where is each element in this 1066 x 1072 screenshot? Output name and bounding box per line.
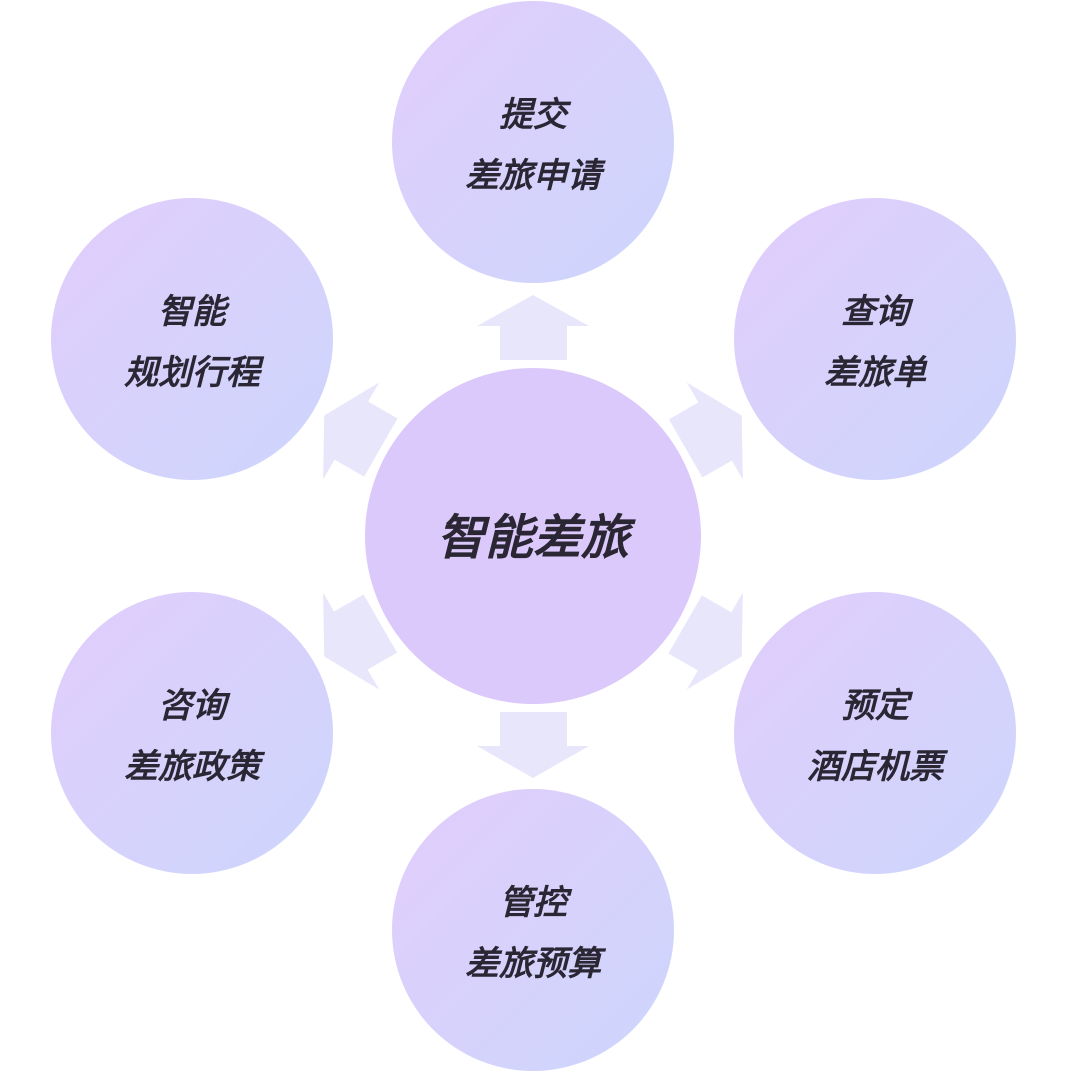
arrow-to-top: [477, 295, 589, 360]
center-node: 智能差旅: [365, 368, 701, 704]
arrow-to-bottom-right: [668, 592, 743, 690]
center-circle: [365, 368, 701, 704]
node-plan-itinerary: 智能 规划行程: [51, 198, 333, 480]
center-title: 智能差旅: [437, 510, 636, 566]
arrow-to-top-right: [668, 382, 743, 480]
arrow-to-bottom: [477, 712, 589, 778]
node-title: 管控: [499, 883, 573, 923]
node-circle: [734, 198, 1016, 480]
node-circle: [392, 1, 674, 283]
node-subtitle: 差旅政策: [124, 747, 266, 787]
node-subtitle: 差旅申请: [465, 156, 606, 196]
node-title: 智能: [158, 292, 230, 332]
arrow-to-bottom-left: [323, 592, 398, 690]
node-subtitle: 规划行程: [124, 353, 265, 393]
node-circle: [51, 198, 333, 480]
node-subtitle: 差旅单: [824, 353, 928, 393]
node-subtitle: 酒店机票: [807, 747, 949, 787]
node-title: 提交: [499, 95, 572, 135]
node-circle: [51, 592, 333, 874]
node-circle: [734, 592, 1016, 874]
node-title: 预定: [841, 686, 914, 726]
node-query-travel-order: 查询 差旅单: [734, 198, 1016, 480]
node-book-hotel-flight: 预定 酒店机票: [734, 592, 1016, 874]
node-submit-application: 提交 差旅申请: [392, 1, 674, 283]
node-title: 查询: [841, 292, 914, 332]
arrow-to-top-left: [323, 382, 398, 480]
node-title: 咨询: [158, 686, 231, 726]
node-subtitle: 差旅预算: [465, 944, 607, 984]
arrows-group: [323, 295, 743, 778]
node-consult-policy: 咨询 差旅政策: [51, 592, 333, 874]
node-control-budget: 管控 差旅预算: [392, 789, 674, 1071]
node-circle: [392, 789, 674, 1071]
